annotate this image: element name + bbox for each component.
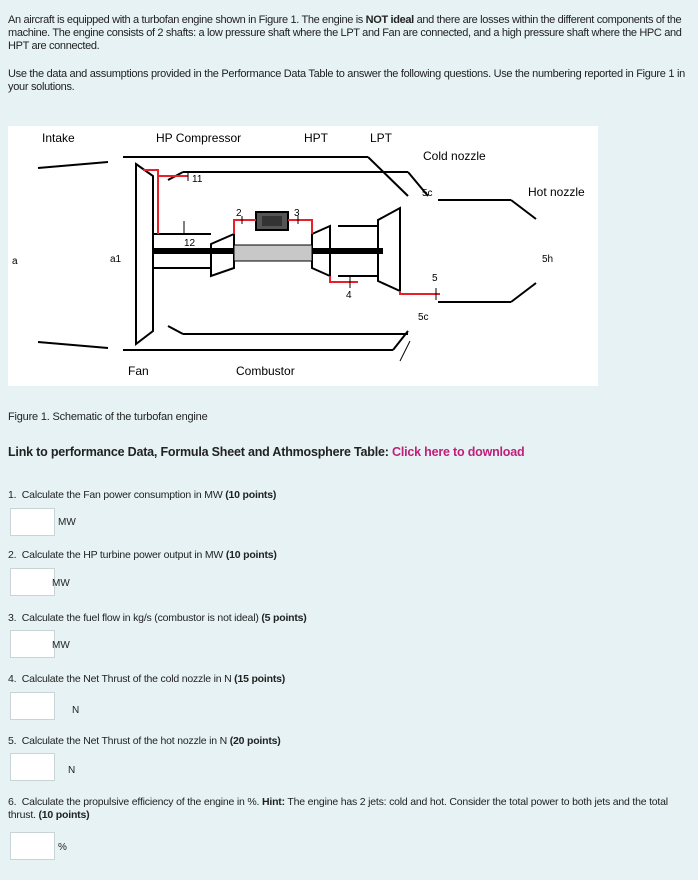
hp-compressor-label: HP Compressor bbox=[156, 131, 241, 145]
lpt-label: LPT bbox=[370, 131, 393, 145]
unit-label-6: % bbox=[58, 842, 67, 853]
unit-label-1: MW bbox=[58, 517, 76, 528]
engine-schematic-figure: Intake HP Compressor HPT LPT Cold nozzle… bbox=[8, 126, 598, 386]
hpt-label: HPT bbox=[304, 131, 329, 145]
station-5c-top: 5c bbox=[422, 188, 433, 199]
station-5h: 5h bbox=[542, 254, 553, 265]
question-4: 4. Calculate the Net Thrust of the cold … bbox=[8, 673, 286, 685]
unit-label-2: MW bbox=[52, 578, 70, 589]
unit-label-4: N bbox=[72, 705, 80, 716]
station-11: 11 bbox=[192, 174, 203, 185]
intro-paragraph-1: An aircraft is equipped with a turbofan … bbox=[8, 14, 682, 52]
question-5: 5. Calculate the Net Thrust of the hot n… bbox=[8, 735, 281, 747]
fan-label: Fan bbox=[128, 364, 149, 378]
station-3: 3 bbox=[294, 208, 300, 219]
answer-input-1[interactable] bbox=[10, 508, 55, 536]
question-1: 1. Calculate the Fan power consumption i… bbox=[8, 489, 277, 501]
answer-input-3[interactable] bbox=[10, 630, 55, 658]
core-flow-path bbox=[143, 169, 440, 295]
combustor-label: Combustor bbox=[236, 364, 295, 378]
download-link[interactable]: Click here to download bbox=[392, 445, 525, 459]
answer-input-4[interactable] bbox=[10, 692, 55, 720]
station-ticks bbox=[183, 171, 437, 362]
intake-label: Intake bbox=[42, 131, 75, 145]
question-3: 3. Calculate the fuel flow in kg/s (comb… bbox=[8, 612, 307, 624]
answer-input-6[interactable] bbox=[10, 832, 55, 860]
unit-label-3: MW bbox=[52, 640, 70, 651]
intro-paragraph-2: Use the data and assumptions provided in… bbox=[8, 68, 685, 93]
station-a: a bbox=[12, 256, 18, 267]
unit-label-5: N bbox=[68, 765, 76, 776]
question-6: 6. Calculate the propulsive efficiency o… bbox=[8, 796, 668, 821]
question-2: 2. Calculate the HP turbine power output… bbox=[8, 549, 277, 561]
figure-caption: Figure 1. Schematic of the turbofan engi… bbox=[8, 411, 208, 423]
station-5c-bottom: 5c bbox=[418, 312, 429, 323]
station-5: 5 bbox=[432, 273, 438, 284]
station-a1: a1 bbox=[110, 254, 122, 265]
station-2: 2 bbox=[236, 208, 242, 219]
answer-input-2[interactable] bbox=[10, 568, 55, 596]
station-4: 4 bbox=[346, 290, 352, 301]
answer-input-5[interactable] bbox=[10, 753, 55, 781]
combustor-chamber bbox=[233, 244, 313, 262]
download-link-line: Link to performance Data, Formula Sheet … bbox=[8, 445, 525, 459]
cold-nozzle-label: Cold nozzle bbox=[423, 149, 486, 163]
station-12: 12 bbox=[184, 238, 196, 249]
hot-nozzle-label: Hot nozzle bbox=[528, 185, 585, 199]
